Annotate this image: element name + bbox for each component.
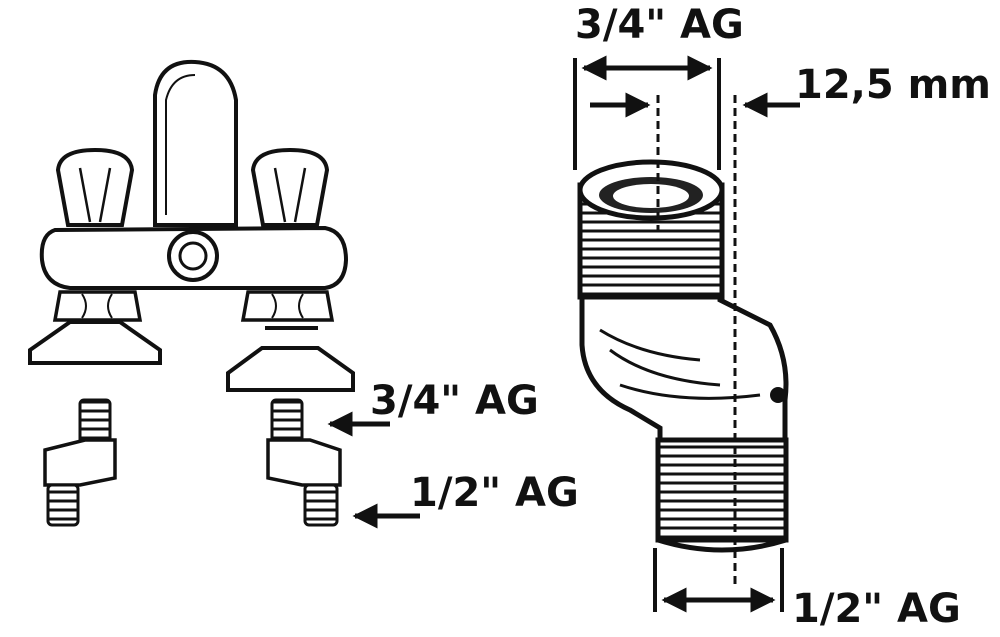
left-lower-thread-label: 1/2" AG — [410, 470, 579, 516]
offset-fitting-icon — [43, 398, 117, 527]
offset-fitting-icon — [577, 159, 789, 553]
top-thread-label: 3/4" AG — [575, 2, 744, 48]
left-upper-thread-label: 3/4" AG — [370, 378, 539, 424]
bottom-thread-label: 1/2" AG — [792, 586, 961, 632]
offset-label: 12,5 mm — [795, 62, 991, 108]
offset-fitting-icon — [266, 398, 342, 527]
faucet-icon — [28, 59, 355, 392]
